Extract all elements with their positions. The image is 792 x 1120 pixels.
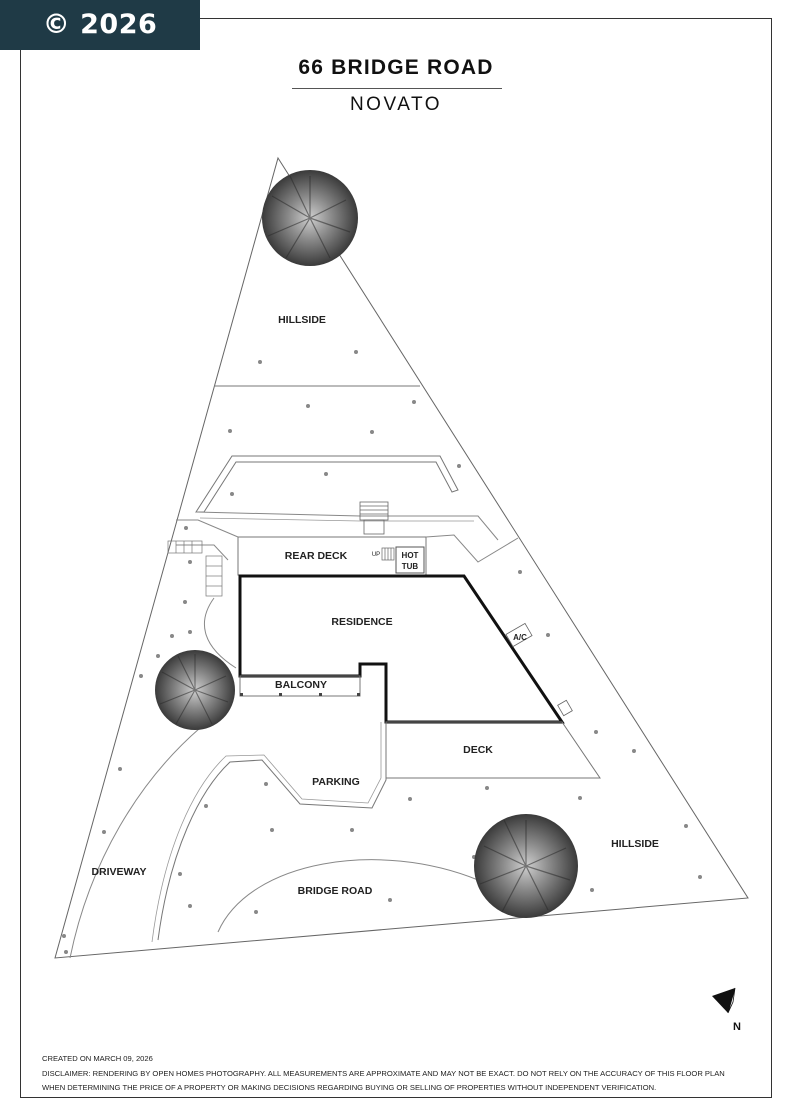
residence-outline — [238, 574, 565, 724]
footer: CREATED ON MARCH 09, 2026 DISCLAIMER: RE… — [42, 1052, 725, 1096]
bridge-road-arc — [217, 859, 479, 933]
label-hillside-right: HILLSIDE — [611, 838, 659, 850]
parking-pad-inner — [151, 722, 382, 943]
label-driveway: DRIVEWAY — [91, 866, 146, 878]
label-rear-deck: REAR DECK — [285, 550, 348, 562]
label-hillside-top: HILLSIDE — [278, 314, 326, 326]
tree-left — [155, 650, 235, 730]
label-hot-tub-2: TUB — [402, 562, 419, 571]
label-deck: DECK — [463, 744, 493, 756]
page-border — [20, 18, 772, 1098]
label-balcony: BALCONY — [275, 679, 327, 691]
hot-tub-steps — [381, 547, 395, 561]
title-divider — [292, 88, 502, 89]
disclaimer-line-1: DISCLAIMER: RENDERING BY OPEN HOMES PHOT… — [42, 1068, 725, 1078]
label-residence: RESIDENCE — [331, 616, 392, 628]
retaining-wall — [195, 455, 459, 513]
shrub-dots — [62, 350, 702, 954]
property-boundary — [54, 156, 749, 959]
balcony — [239, 675, 361, 697]
curved-walkway — [203, 597, 237, 669]
north-label: N — [733, 1021, 741, 1033]
label-bridge-road: BRIDGE ROAD — [298, 885, 373, 897]
label-hot-tub-1: HOT — [402, 551, 419, 560]
utility-box — [557, 699, 573, 717]
parking-pad — [157, 722, 387, 941]
created-date: CREATED ON MARCH 09, 2026 — [42, 1054, 153, 1063]
disclaimer-line-2: WHEN DETERMINING THE PRICE OF A PROPERTY… — [42, 1083, 657, 1092]
plan-title: 66 BRIDGE ROAD — [298, 56, 494, 79]
left-steps — [167, 540, 223, 597]
upper-stairs — [359, 501, 389, 535]
ac-unit — [505, 622, 533, 648]
copyright-watermark: © 2026 CCAR — [0, 0, 200, 90]
tree-bottom — [474, 814, 578, 918]
label-ac: A/C — [513, 633, 527, 642]
left-walkway — [176, 519, 239, 561]
tree-top — [262, 170, 358, 266]
plan-subtitle: NOVATO — [349, 94, 443, 115]
garden-path — [195, 511, 499, 541]
balcony-posts — [240, 693, 360, 696]
garden-path-2 — [199, 517, 474, 522]
label-up: UP — [372, 552, 380, 558]
lower-deck — [385, 721, 601, 779]
side-patio — [425, 534, 519, 563]
label-parking: PARKING — [312, 776, 360, 788]
hot-tub — [395, 546, 425, 574]
driveway-edge — [69, 727, 201, 959]
north-arrow-icon: N — [712, 987, 741, 1033]
